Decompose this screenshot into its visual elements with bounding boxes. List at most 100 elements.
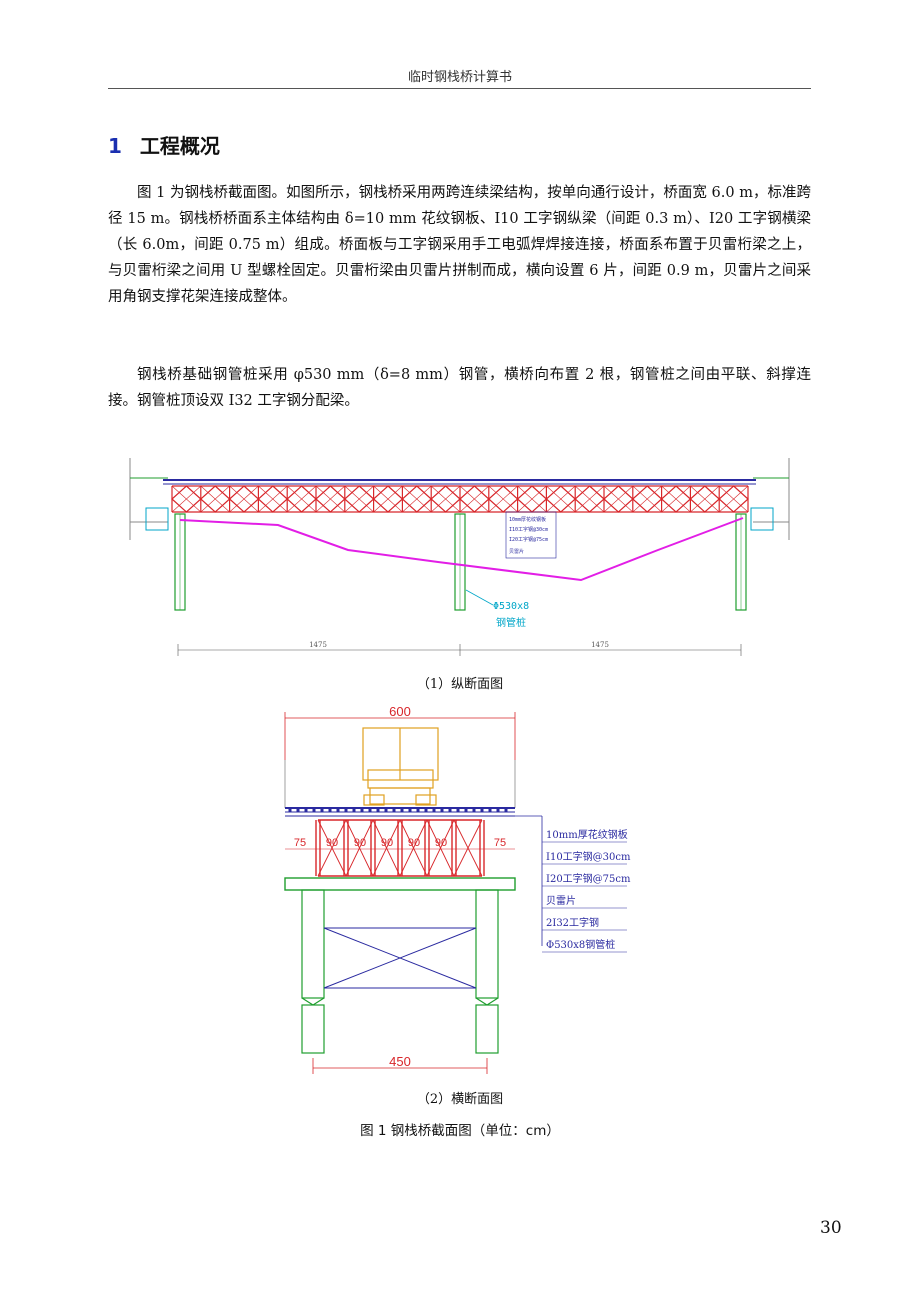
stringer-mark xyxy=(360,809,364,812)
stringer-mark xyxy=(464,809,468,812)
truss-diagonal xyxy=(718,485,749,513)
spacing-label: 90 xyxy=(326,837,338,849)
truss-diagonal xyxy=(603,485,634,513)
truss-diagonal xyxy=(286,485,317,513)
stringer-mark xyxy=(480,809,484,812)
truss-diamond xyxy=(574,485,605,513)
stringer-mark xyxy=(416,809,420,812)
truss-diagonal xyxy=(574,485,605,513)
steel-pile-left xyxy=(301,889,325,1054)
running-header: 临时钢栈桥计算书 xyxy=(407,70,512,85)
legend-item: 10mm厚花纹钢板 xyxy=(546,828,628,841)
truss-diagonal xyxy=(373,485,403,513)
legend-cross: 10mm厚花纹钢板I10工字钢@30cmI20工字钢@75cm贝雷片2I32工字… xyxy=(515,815,631,953)
spacing-label: 90 xyxy=(408,837,420,849)
truss-diamond xyxy=(430,485,461,513)
section-title: 工程概况 xyxy=(139,134,220,158)
truss-diagonal xyxy=(344,485,374,513)
panel-bracing xyxy=(317,819,347,877)
stringer-mark xyxy=(424,809,428,812)
section-heading: 1 工程概况 xyxy=(108,130,220,159)
spacing-label: 90 xyxy=(381,837,393,849)
section-number: 1 xyxy=(108,134,122,158)
legend-item: Φ530x8钢管桩 xyxy=(546,938,615,951)
pile-spec-label: Φ530x8 xyxy=(493,601,529,612)
steel-piles xyxy=(174,513,747,611)
figure-title: 图 1 钢栈桥截面图（单位：cm） xyxy=(360,1123,560,1139)
truss-diamond xyxy=(401,485,433,513)
header-rule xyxy=(108,88,811,89)
truss-diamond xyxy=(343,485,375,513)
legend-item: 贝雷片 xyxy=(509,548,524,555)
legend-item: I20工字钢@75cm xyxy=(509,536,548,543)
truss-diagonal xyxy=(229,485,259,513)
span-label-right: 1475 xyxy=(591,641,609,649)
i10-stringers xyxy=(288,809,508,812)
stringer-mark xyxy=(320,809,324,812)
truss-diamond xyxy=(631,485,663,513)
pile-bracing xyxy=(323,927,477,989)
bailey-panels xyxy=(285,819,515,877)
abutment-right xyxy=(750,458,790,540)
truss-diamond xyxy=(689,485,721,513)
legend-item: 贝雷片 xyxy=(546,894,576,907)
figure-caption-longitudinal: （1）纵断面图 xyxy=(416,677,504,692)
panel-bracing xyxy=(426,819,455,877)
stringer-mark xyxy=(408,809,412,812)
figure-caption-cross: （2）横断面图 xyxy=(416,1092,504,1107)
truss-diamond xyxy=(171,485,202,513)
stringer-mark xyxy=(392,809,396,812)
truss-diamond xyxy=(372,485,404,513)
span-dimension xyxy=(177,644,742,656)
stringer-mark xyxy=(496,809,500,812)
truss-diagonal xyxy=(546,485,576,513)
stringer-mark xyxy=(448,809,452,812)
truss-diagonal xyxy=(171,485,202,513)
paragraph-overview: 图 1 为钢栈桥截面图。如图所示，钢栈桥采用两跨连续梁结构，按单向通行设计，桥面… xyxy=(108,180,811,310)
truss-diagonal xyxy=(402,485,432,513)
pile-spacing-label: 450 xyxy=(389,1054,411,1069)
stringer-mark xyxy=(336,809,340,812)
cap-beam-2i32 xyxy=(284,877,516,891)
stringer-mark xyxy=(432,809,436,812)
spacing-label: 75 xyxy=(494,837,506,849)
paragraph-text: 钢栈桥基础钢管桩采用 φ530 mm（δ=8 mm）钢管，横桥向布置 2 根，钢… xyxy=(108,367,811,409)
truss-diagonal xyxy=(430,485,461,513)
paragraph-foundation: 钢栈桥基础钢管桩采用 φ530 mm（δ=8 mm）钢管，横桥向布置 2 根，钢… xyxy=(108,362,811,414)
truss-diamond xyxy=(286,485,317,513)
stringer-mark xyxy=(352,809,356,812)
truss-diamond xyxy=(660,485,692,513)
truss-diamond xyxy=(487,485,519,513)
stringer-mark xyxy=(504,809,508,812)
truss-diagonal xyxy=(632,485,662,513)
truss-diamond xyxy=(199,485,231,513)
page-number: 30 xyxy=(820,1218,842,1238)
truss-diagonal xyxy=(690,485,720,513)
span-label-left: 1475 xyxy=(309,641,327,649)
spacing-label: 75 xyxy=(294,837,306,849)
stringer-mark xyxy=(376,809,380,812)
panel-bracing xyxy=(372,819,401,877)
width-dimension xyxy=(284,712,516,760)
truss-diagonal xyxy=(200,485,230,513)
riverbed-line xyxy=(179,517,744,582)
truss-diamond xyxy=(315,485,346,513)
stringer-mark xyxy=(440,809,444,812)
stringer-mark xyxy=(328,809,332,812)
pile-name-label: 钢管桩 xyxy=(496,616,526,629)
legend-item: 2I32工字钢 xyxy=(546,916,599,929)
stringer-mark xyxy=(288,809,292,812)
stringer-mark xyxy=(456,809,460,812)
truss-diamond xyxy=(459,485,490,513)
truss-diagonal xyxy=(661,485,691,513)
pile-callout-leader xyxy=(465,589,494,606)
stringer-mark xyxy=(384,809,388,812)
abutment-left xyxy=(129,458,169,540)
stringer-mark xyxy=(488,809,492,812)
longitudinal-section-diagram: 10mm厚花纹钢板 I10工字钢@30cm I20工字钢@75cm 贝雷片 Φ5… xyxy=(129,458,790,656)
pile-spacing-dimension xyxy=(312,1058,488,1074)
truss-diamond xyxy=(228,485,260,513)
stringer-mark xyxy=(344,809,348,812)
